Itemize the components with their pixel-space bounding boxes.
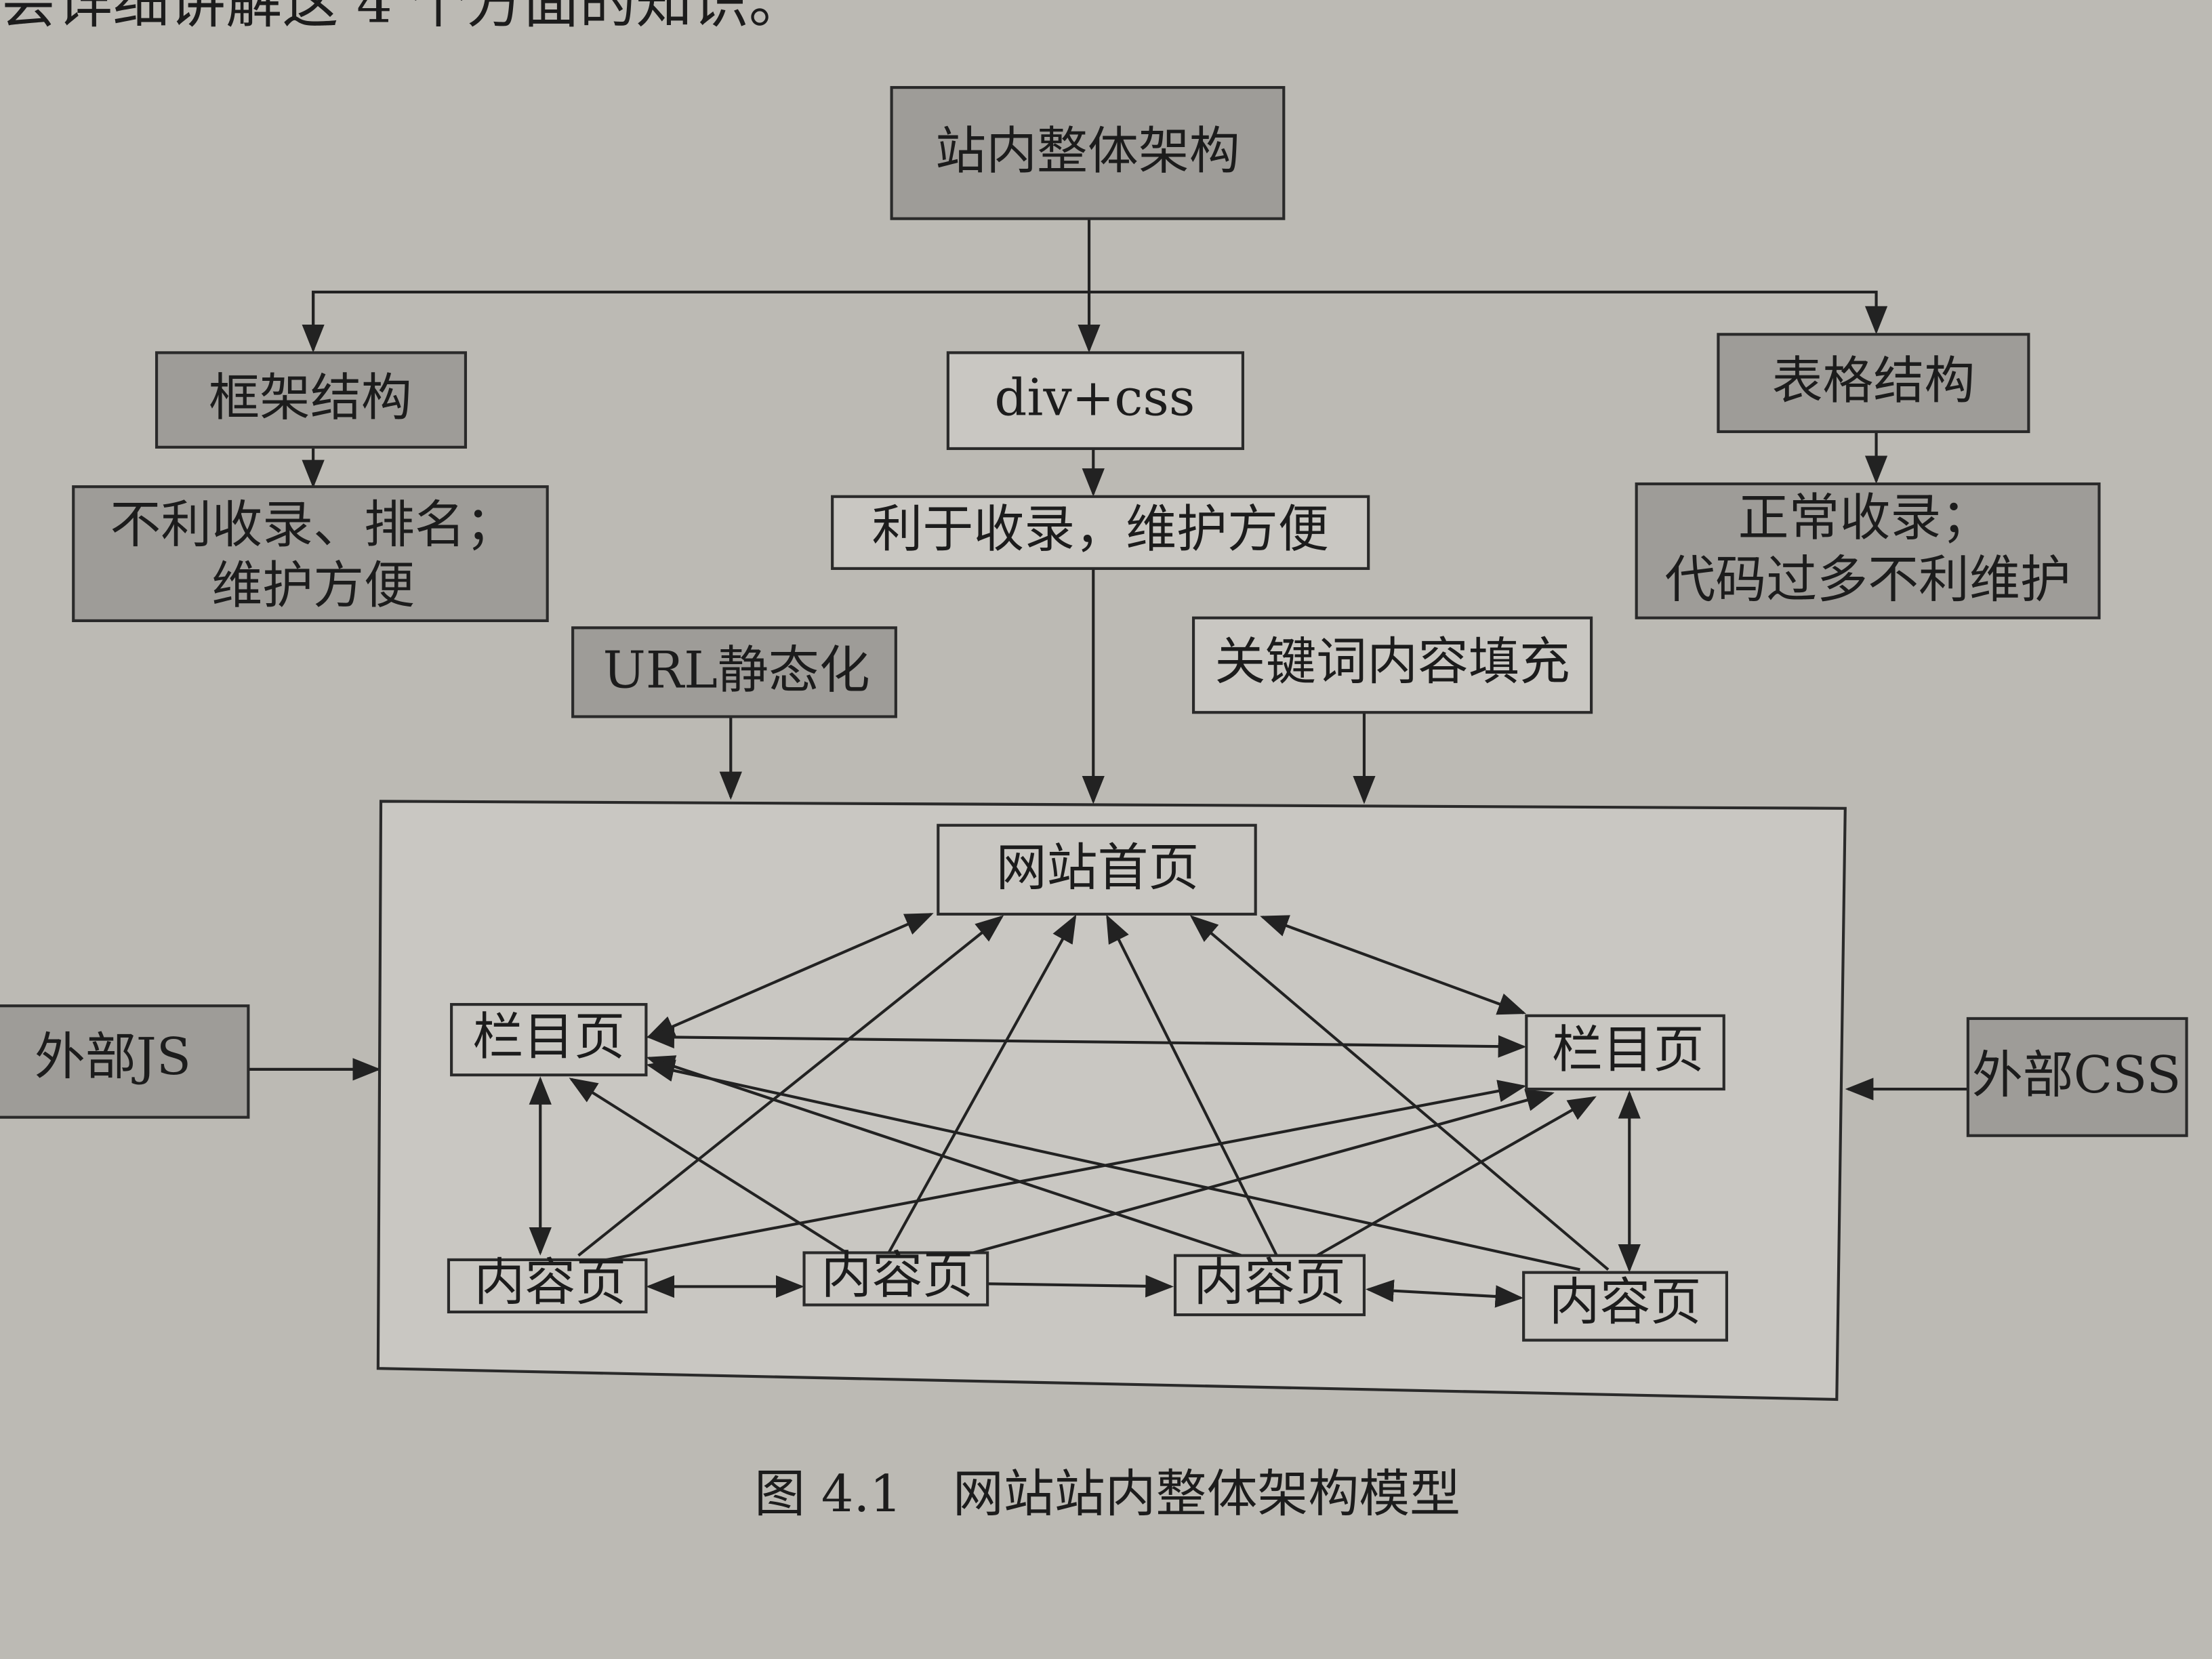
node-column-right: 栏目页: [1525, 1014, 1725, 1091]
svg-text:外部JS: 外部JS: [35, 1027, 191, 1086]
svg-text:URL静态化: URL静态化: [603, 640, 870, 699]
svg-text:div+css: div+css: [994, 368, 1195, 428]
node-frame: 框架结构: [155, 351, 468, 449]
node-external-js: 外部JS: [0, 1004, 250, 1119]
figure-caption: 图 4.1 网站站内整体架构模型: [754, 1464, 1460, 1523]
svg-text:站内整体架构: 站内整体架构: [935, 121, 1240, 180]
node-url: URL静态化: [571, 626, 897, 718]
svg-text:框架结构: 框架结构: [209, 368, 412, 428]
svg-text:栏目页: 栏目页: [472, 1007, 625, 1067]
svg-text:内容页: 内容页: [474, 1252, 626, 1312]
node-home: 网站首页: [937, 823, 1257, 916]
node-table: 表格结构: [1717, 333, 2030, 434]
note-table: 正常收录；代码过多不利维护: [1635, 482, 2101, 619]
node-content-2: 内容页: [802, 1245, 989, 1307]
svg-text:表格结构: 表格结构: [1772, 351, 1975, 411]
svg-text:内容页: 内容页: [821, 1245, 974, 1305]
note-frame: 不利收录、排名；维护方便: [72, 485, 549, 622]
svg-text:维护方便: 维护方便: [211, 556, 415, 615]
page-text-top: 会详细讲解这 4 个方面的知识。: [0, 0, 805, 35]
svg-text:栏目页: 栏目页: [1552, 1019, 1704, 1079]
svg-text:内容页: 内容页: [1549, 1272, 1702, 1332]
node-divcss: div+css: [946, 351, 1245, 451]
svg-text:正常收录；: 正常收录；: [1738, 488, 1992, 548]
node-content-1: 内容页: [447, 1252, 648, 1314]
inner-links: [529, 912, 1641, 1308]
node-content-4: 内容页: [1522, 1271, 1728, 1342]
svg-text:网站首页: 网站首页: [996, 838, 1200, 897]
svg-text:代码过多不利维护: 代码过多不利维护: [1664, 550, 2070, 609]
note-divcss: 利于收录，维护方便: [831, 495, 1370, 570]
svg-text:不利收录、排名；: 不利收录、排名；: [110, 495, 516, 554]
node-root: 站内整体架构: [890, 85, 1286, 220]
svg-text:外部CSS: 外部CSS: [1972, 1045, 2182, 1105]
connectors: [248, 218, 1968, 1101]
svg-text:内容页: 内容页: [1193, 1252, 1346, 1312]
node-external-css: 外部CSS: [1966, 1017, 2188, 1137]
svg-text:关键词内容填充: 关键词内容填充: [1214, 632, 1570, 691]
node-keyword: 关键词内容填充: [1191, 616, 1593, 714]
node-content-3: 内容页: [1173, 1252, 1366, 1317]
svg-text:利于收录，维护方便: 利于收录，维护方便: [872, 499, 1329, 558]
node-column-left: 栏目页: [450, 1003, 648, 1077]
